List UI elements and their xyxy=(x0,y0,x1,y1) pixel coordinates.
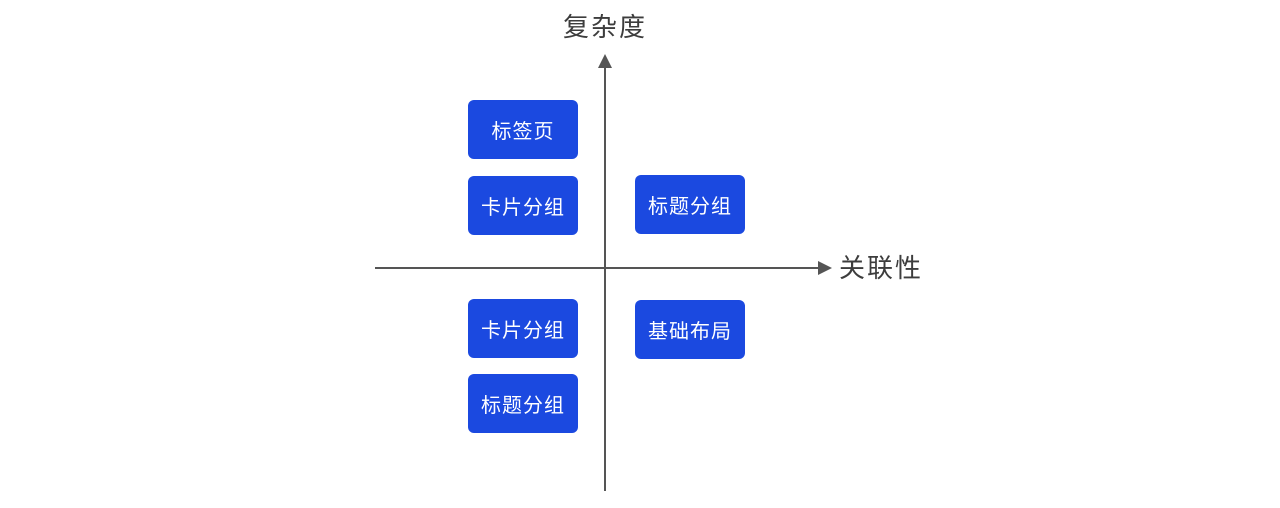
node-tab-page: 标签页 xyxy=(468,100,578,159)
y-axis-arrow-icon xyxy=(598,54,612,68)
x-axis-line xyxy=(375,267,818,269)
x-axis-label: 关联性 xyxy=(839,253,924,283)
node-card-group-bottom-left: 卡片分组 xyxy=(468,299,578,358)
node-card-group-top-left: 卡片分组 xyxy=(468,176,578,235)
node-title-group-top-right: 标题分组 xyxy=(635,175,745,234)
x-axis-arrow-icon xyxy=(818,261,832,275)
y-axis-label: 复杂度 xyxy=(562,12,648,42)
node-title-group-bottom-left: 标题分组 xyxy=(468,374,578,433)
node-basic-layout: 基础布局 xyxy=(635,300,745,359)
y-axis-line xyxy=(604,66,606,491)
